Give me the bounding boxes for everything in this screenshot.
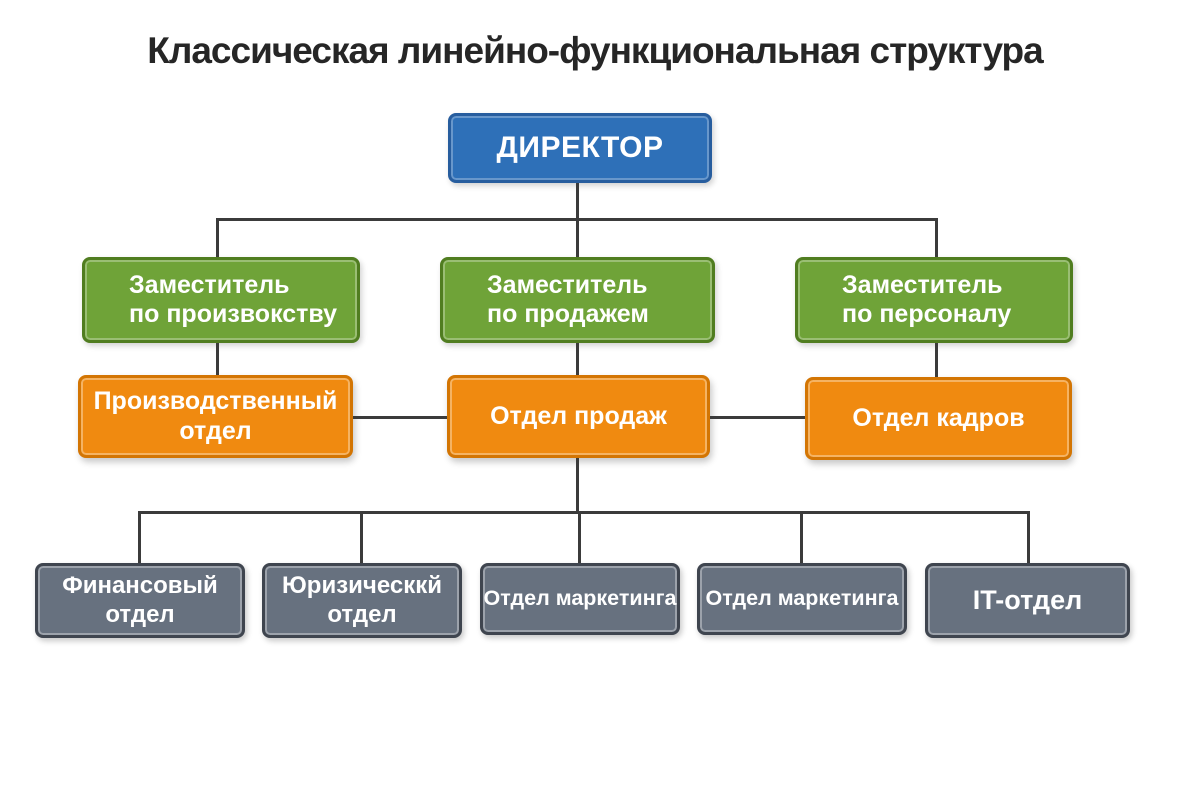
node-deputy-sales: Заместитель по продажем [440,257,715,343]
connector-line [353,416,447,419]
node-dept-production-label: Производственный отдел [93,387,338,445]
connector-line [576,458,579,513]
connector-line [710,416,805,419]
connector-line [216,343,219,375]
connector-line [935,343,938,377]
node-sub-finance-label: Финансовый отдел [62,572,218,628]
node-deputy-production: Заместитель по произвокству [82,257,360,343]
node-dept-sales-label: Отдел продаж [490,401,667,430]
node-sub-marketing-1: Отдел маркетинга [480,563,680,635]
node-sub-it: IT-отдел [925,563,1130,638]
node-sub-marketing-2-label: Отдел маркетинга [705,586,899,611]
connector-line [216,218,219,257]
node-sub-marketing-1-label: Отдел маркетинга [483,586,677,611]
node-sub-marketing-2: Отдел маркетинга [697,563,907,635]
node-deputy-sales-label: Заместитель по продажем [487,270,649,329]
connector-line [800,511,803,563]
node-deputy-personnel: Заместитель по персоналу [795,257,1073,343]
connector-line [360,511,363,563]
node-sub-finance: Финансовый отдел [35,563,245,638]
node-sub-legal: Юризическкй отдел [262,563,462,638]
connector-line [576,183,579,220]
node-sub-it-label: IT-отдел [972,584,1083,615]
node-dept-hr: Отдел кадров [805,377,1072,460]
node-dept-hr-label: Отдел кадров [852,403,1025,432]
connector-line [935,218,938,257]
page-title: Классическая линейно-функциональная стру… [147,30,1043,71]
node-deputy-production-label: Заместитель по произвокству [129,270,338,329]
node-dept-production: Производственный отдел [78,375,353,458]
node-dept-sales: Отдел продаж [447,375,710,458]
connector-line [138,511,1030,514]
node-director: ДИРЕКТОР [448,113,712,183]
connector-line [576,343,579,375]
connector-line [578,511,581,563]
node-sub-legal-label: Юризическкй отдел [282,572,442,628]
connector-line [138,511,141,563]
node-deputy-personnel-label: Заместитель по персоналу [842,270,1012,329]
connector-line [576,218,579,257]
node-director-label: ДИРЕКТОР [496,131,664,165]
connector-line [1027,511,1030,563]
